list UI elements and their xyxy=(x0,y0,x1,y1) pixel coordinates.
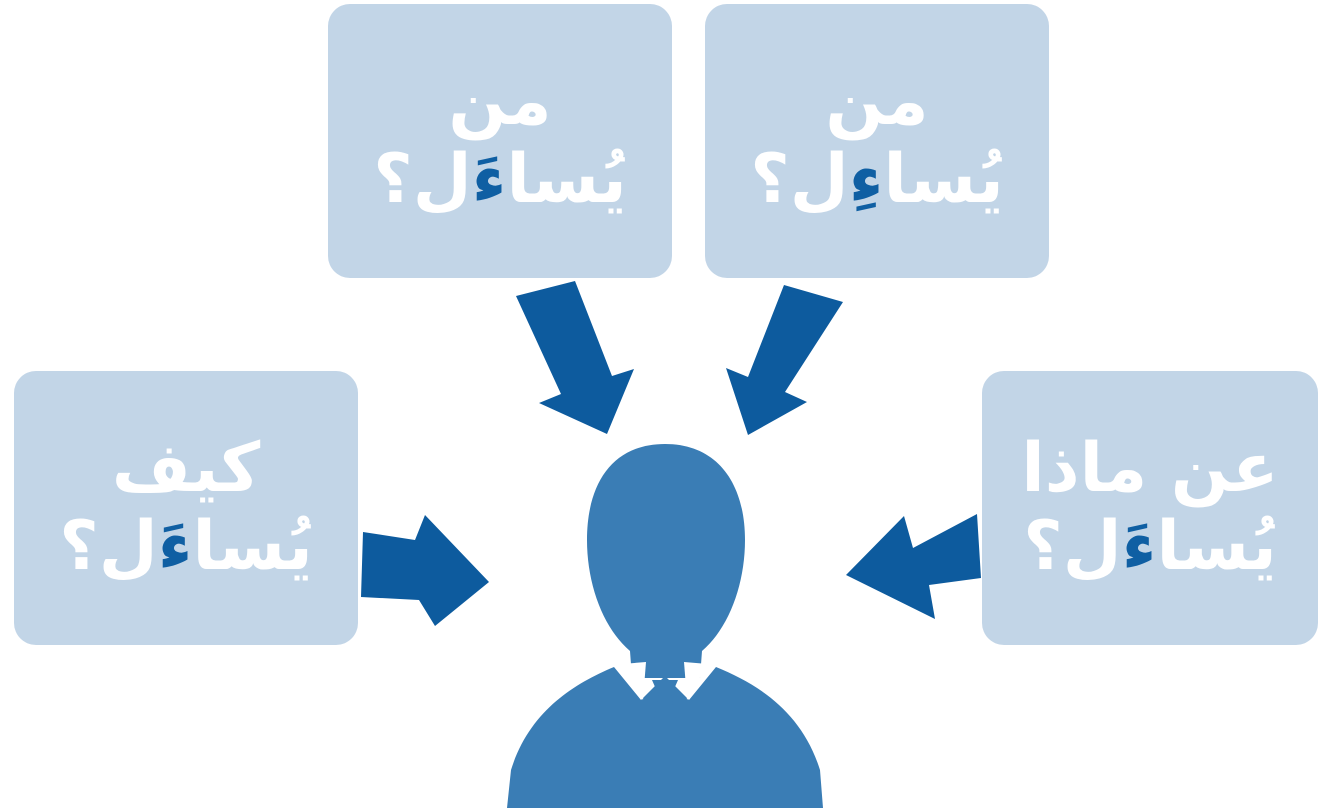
card-question-end: ل؟ xyxy=(373,140,472,219)
card-question-highlight: ءَ xyxy=(157,507,193,586)
card-about-what-is-asked: عن ماذا يُساءَل؟ xyxy=(982,371,1318,645)
card-question: يُساءَل؟ xyxy=(59,507,313,586)
card-title: من xyxy=(825,61,929,141)
arrow-icon xyxy=(846,514,981,619)
arrow-icon xyxy=(361,515,489,626)
card-title: من xyxy=(448,61,552,141)
collar-icon xyxy=(622,662,708,700)
card-who-asks: من يُساءِل؟ xyxy=(705,4,1049,278)
card-question-start: يُسا xyxy=(1156,507,1277,586)
card-who-is-asked: من يُساءَل؟ xyxy=(328,4,672,278)
card-question-end: ل؟ xyxy=(59,507,158,586)
card-question: يُساءَل؟ xyxy=(1023,507,1277,586)
card-question-start: يُسا xyxy=(192,507,313,586)
card-question-start: يُسا xyxy=(506,140,627,219)
card-question-start: يُسا xyxy=(883,140,1004,219)
card-question-highlight: ءَ xyxy=(1121,507,1157,586)
card-question: يُساءِل؟ xyxy=(750,140,1004,219)
person-silhouette-icon xyxy=(507,444,823,808)
card-question-end: ل؟ xyxy=(750,140,849,219)
card-question-end: ل؟ xyxy=(1023,507,1122,586)
arrow-icon xyxy=(516,281,634,434)
card-title: عن ماذا xyxy=(1021,428,1279,508)
arrow-icon xyxy=(726,285,843,435)
card-question-highlight: ءِ xyxy=(848,140,884,219)
card-how-is-asked: كيف يُساءَل؟ xyxy=(14,371,358,645)
card-question: يُساءَل؟ xyxy=(373,140,627,219)
card-question-highlight: ءَ xyxy=(471,140,507,219)
card-title: كيف xyxy=(111,428,261,508)
